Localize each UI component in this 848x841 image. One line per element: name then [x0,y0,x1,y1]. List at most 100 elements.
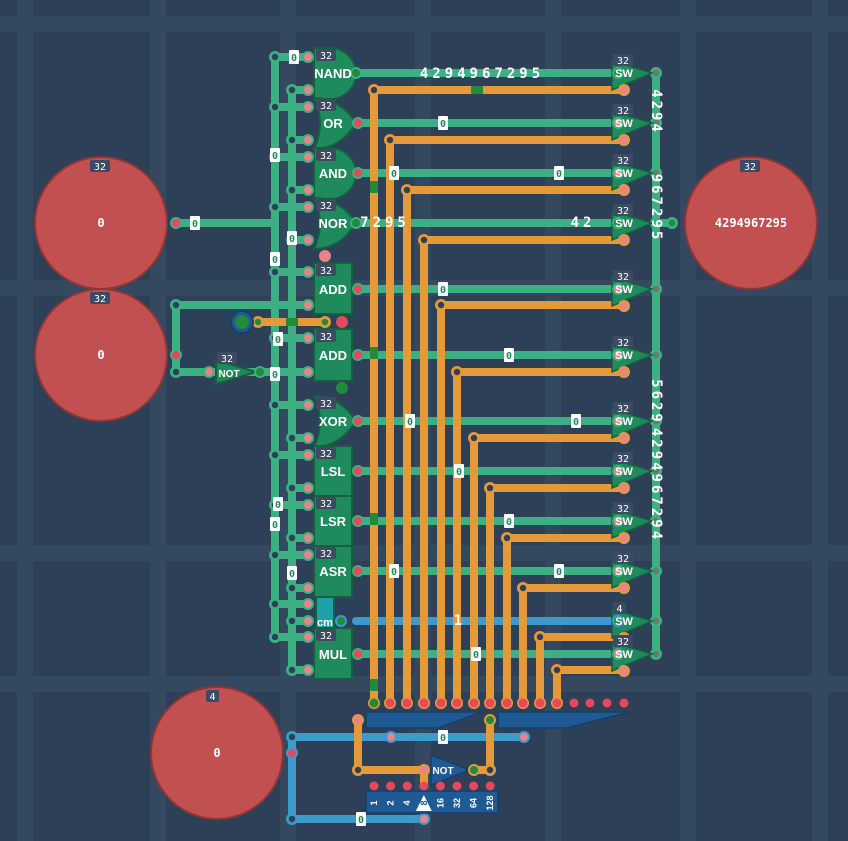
byte-splitter[interactable] [365,790,499,814]
gate-or-in-b[interactable] [304,136,312,144]
decoder-out-pin[interactable] [552,698,562,708]
switch-11-in[interactable] [614,650,622,658]
switch-4-select[interactable] [620,302,628,310]
byte-splitter-bit-pin[interactable] [419,781,429,791]
add-carry-pin[interactable] [321,252,329,260]
gate-nand-in-b[interactable] [304,86,312,94]
decoder-out-pin[interactable] [619,698,629,708]
gate-mul-in-a[interactable] [304,633,312,641]
gate-cmp-in-a[interactable] [304,600,312,608]
decoder-in-pin[interactable] [354,716,362,724]
opcode-pin[interactable] [288,749,296,757]
gate-or-out[interactable] [354,119,362,127]
gate-cmp-out[interactable] [337,617,345,625]
decoder-out-pin[interactable] [602,698,612,708]
decoder-out-pin[interactable] [585,698,595,708]
gate-xor-in-b[interactable] [304,434,312,442]
gate-xor-out[interactable] [354,417,362,425]
decoder-in-pin-b[interactable] [486,716,494,724]
byte-splitter-bit-pin[interactable] [469,781,479,791]
byte-splitter-bit-pin[interactable] [386,781,396,791]
decoder-out-pin[interactable] [469,698,479,708]
gate-add1-out[interactable] [354,285,362,293]
not-gate-b-out[interactable] [256,368,264,376]
switch-9-in[interactable] [614,567,622,575]
decoder-out-pin[interactable] [385,698,395,708]
gate-asr-in-a[interactable] [304,551,312,559]
decoder-out-pin[interactable] [419,698,429,708]
switch-1-select[interactable] [620,136,628,144]
decoder-out-pin[interactable] [436,698,446,708]
decoder-body-b[interactable] [497,711,631,729]
gate-add2-out[interactable] [354,351,362,359]
switch-4[interactable] [611,275,655,308]
gate-add2-in-a[interactable] [304,334,312,342]
switch-2-select[interactable] [620,186,628,194]
switch-4-in[interactable] [614,285,622,293]
add-carry-out-pin[interactable] [338,318,346,326]
gate-lsl-out[interactable] [354,467,362,475]
gate-lsr-in-a[interactable] [304,501,312,509]
switch-5[interactable] [611,341,655,374]
not-gate-b[interactable] [215,358,260,386]
not-gate-decoder-in[interactable] [420,766,428,774]
not-gate-decoder-out[interactable] [470,766,478,774]
switch-6-select[interactable] [620,434,628,442]
decoder-out-pin[interactable] [569,698,579,708]
switch-11-select[interactable] [620,667,628,675]
switch-10[interactable] [611,607,655,640]
switch-5-in[interactable] [614,351,622,359]
switch-0-select[interactable] [620,86,628,94]
opcode-tap[interactable] [387,733,395,741]
gate-lsl-in-b[interactable] [304,484,312,492]
input-a-pin[interactable] [172,219,180,227]
decoder-out-pin[interactable] [452,698,462,708]
gate-nand-out[interactable] [352,69,360,77]
gate-lsr-out[interactable] [354,517,362,525]
switch-11[interactable] [611,640,655,673]
input-b-pin[interactable] [172,351,180,359]
switch-7-select[interactable] [620,484,628,492]
gate-mul-in-b[interactable] [304,666,312,674]
switch-8-select[interactable] [620,534,628,542]
gate-lsl-in-a[interactable] [304,451,312,459]
switch-8[interactable] [611,507,655,540]
switch-7-in[interactable] [614,467,622,475]
switch-5-select[interactable] [620,368,628,376]
opcode-input[interactable] [150,686,284,820]
gate-add1-in-a[interactable] [304,268,312,276]
switch-1-in[interactable] [614,119,622,127]
decoder-out-pin[interactable] [502,698,512,708]
switch-7[interactable] [611,457,655,490]
switch-1[interactable] [611,109,655,142]
gate-and-out[interactable] [354,169,362,177]
gate-lsr-in-b[interactable] [304,534,312,542]
decoder-out-pin[interactable] [535,698,545,708]
decoder-body-a[interactable] [365,711,483,729]
switch-6[interactable] [611,407,655,440]
switch-0-in[interactable] [614,69,622,77]
switch-10-in[interactable] [614,617,622,625]
decoder-out-pin[interactable] [518,698,528,708]
gate-nor-in-b[interactable] [304,236,312,244]
switch-2-in[interactable] [614,169,622,177]
gate-nor-in-a[interactable] [304,203,312,211]
decoder-out-pin[interactable] [402,698,412,708]
switch-9[interactable] [611,557,655,590]
switch-3-select[interactable] [620,236,628,244]
gate-mul-out[interactable] [354,650,362,658]
opcode-tap-b[interactable] [520,733,528,741]
not-gate-decoder[interactable] [430,753,473,787]
gate-xor-in-a[interactable] [304,401,312,409]
gate-and-in-b[interactable] [304,186,312,194]
not-gate-b-in[interactable] [205,368,213,376]
byte-splitter-bit-pin[interactable] [435,781,445,791]
gate-and-in-a[interactable] [304,153,312,161]
gate-asr-in-b[interactable] [304,584,312,592]
switch-9-select[interactable] [620,584,628,592]
decoder-out-pin[interactable] [369,698,379,708]
decoder-out-pin[interactable] [485,698,495,708]
input-b[interactable] [34,288,168,422]
switch-3-in[interactable] [614,219,622,227]
